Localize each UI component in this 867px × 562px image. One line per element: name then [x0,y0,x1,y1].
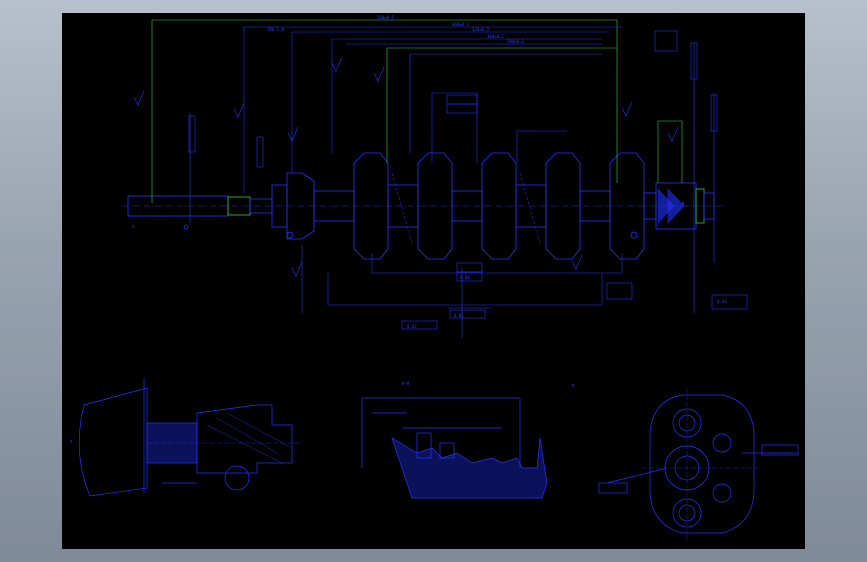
right-note: 0.03 [717,299,727,304]
dim-320: 320±0.3 [472,27,489,32]
dim-300: 300±0.2 [487,34,504,39]
drawing-sheet: 500±0.5 360±0.3 320±0.3 300±0.2 280±0.2 … [62,13,805,549]
roughness-marks [133,56,679,277]
section-a-view [78,378,302,497]
dim-360: 360±0.3 [452,22,469,27]
tolerance-frames [188,30,748,330]
datum-b-label: B [682,201,685,206]
section-hh-title: H-H [402,381,410,386]
cad-drawing-canvas[interactable]: 500±0.5 360±0.3 320±0.3 300±0.2 280±0.2 … [62,13,805,549]
dimension-texts: 500±0.5 360±0.3 320±0.3 300±0.2 280±0.2 … [132,15,727,329]
tol-bottom-2: 0.05 [454,313,464,318]
crankshaft-main-view [122,152,727,260]
tol-bottom-1: 0.04 [460,275,470,280]
dimension-lines-blue [189,26,715,338]
section-a-label: A [70,439,73,444]
tol-bottom-3: 0.02 [407,324,417,329]
view-k-view [598,388,799,541]
section-hh-view [361,397,548,499]
view-k-title: K [572,383,575,388]
dim-280: 280±0.2 [507,39,524,44]
dim-100: 100-1.0 [267,27,284,32]
datum-a-label: A [132,224,135,229]
dim-500: 500±0.5 [377,15,394,20]
dimension-lines-green [151,19,683,203]
